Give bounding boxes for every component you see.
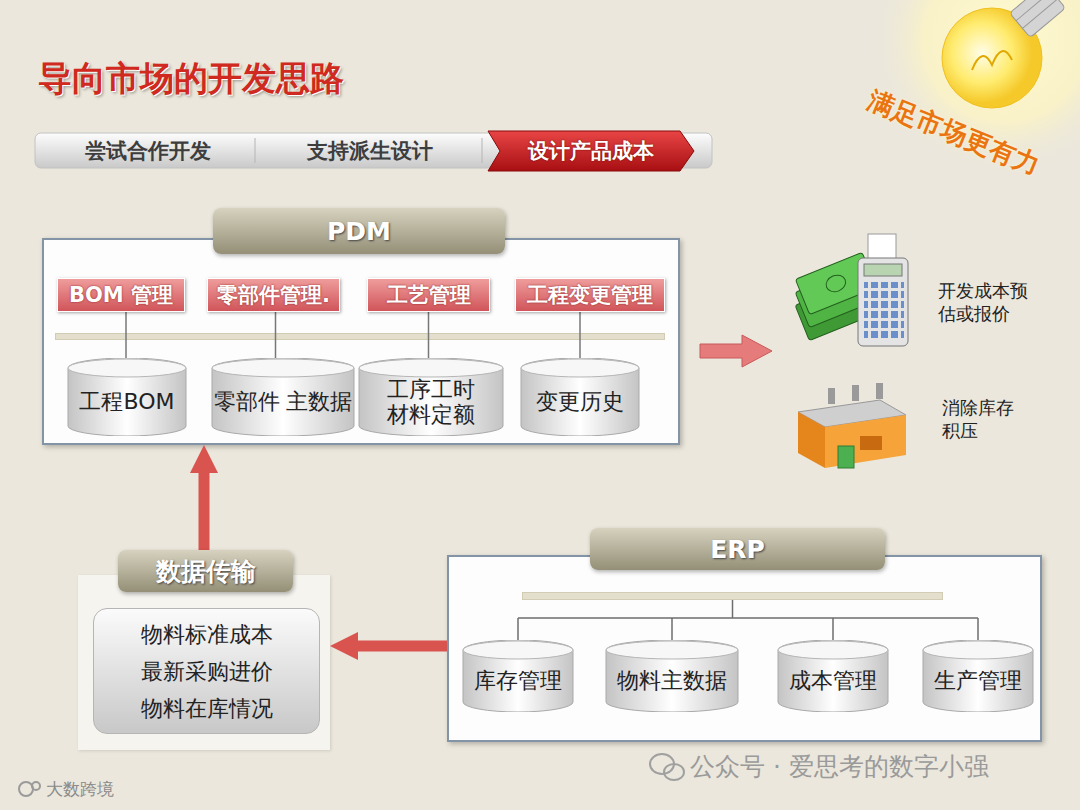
node-label: 零部件 主数据 (214, 379, 353, 414)
data-list-box: 物料标准成本最新采购进价物料在库情况 (93, 608, 320, 734)
node-label: 尝试合作开发 (85, 137, 211, 165)
title-box: 导向市场的开发思路 (38, 56, 344, 102)
data-cylinder: 生产管理 (922, 640, 1034, 712)
heading-tab: PDM (213, 208, 505, 254)
benefit-text: 开发成本预 估或报价 (938, 279, 1038, 326)
watermark: 公众号 · 爱思考的数字小强 (690, 751, 1060, 784)
data-cylinder: 成本管理 (777, 640, 889, 712)
node-label: 物料主数据 (617, 658, 727, 693)
list-item: 最新采购进价 (141, 653, 273, 690)
wechat-icon (650, 754, 684, 780)
panel-heading: PDM (327, 217, 391, 246)
list-item: 物料标准成本 (141, 616, 273, 653)
data-cylinder: 工序工时 材料定额 (358, 358, 504, 436)
tree-line (732, 600, 734, 618)
flow-arrow (199, 473, 210, 550)
label-box: 满足市场更有力 (863, 84, 1061, 190)
page-title: 导向市场的开发思路 (38, 56, 344, 102)
tab-item: 支持派生设计 (265, 134, 475, 168)
node-label: 库存管理 (474, 658, 562, 693)
watermark: 大数跨境 (46, 778, 186, 800)
module-box: 工程变更管理 (515, 278, 665, 312)
node-label: 零部件管理. (217, 281, 330, 309)
data-cylinder: 零部件 主数据 (211, 358, 355, 436)
tree-line (518, 617, 978, 619)
divider-bar (55, 333, 665, 340)
label-box: 消除库存 积压 (942, 396, 1034, 443)
module-box: BOM 管理 (57, 278, 185, 312)
factory-icon (798, 383, 906, 468)
data-cylinder: 工程BOM (67, 358, 187, 436)
heading-tab: ERP (590, 528, 885, 570)
node-label: 成本管理 (789, 658, 877, 693)
watermark-logo (19, 782, 40, 796)
data-cylinder: 物料主数据 (605, 640, 739, 712)
module-box: 零部件管理. (207, 278, 340, 312)
node-label: 变更历史 (536, 379, 624, 414)
active-tab: 设计产品成本 (488, 131, 694, 171)
calculator-icon (858, 234, 908, 346)
divider-bar (522, 592, 943, 600)
heading-tab: 数据传输 (118, 550, 293, 592)
data-cylinder: 变更历史 (520, 358, 640, 436)
node-label: 设计产品成本 (528, 137, 654, 165)
slogan-text: 满足市场更有力 (863, 84, 1061, 190)
tab-separator (255, 138, 256, 163)
label-box: 公众号 · 爱思考的数字小强 (690, 751, 1060, 784)
panel-heading: ERP (710, 535, 765, 564)
node-label: 工程变更管理 (527, 281, 653, 309)
tab-item: 尝试合作开发 (50, 134, 245, 168)
transfer-panel: 数据传输物料标准成本最新采购进价物料在库情况 (78, 550, 330, 750)
node-label: 支持派生设计 (307, 137, 433, 165)
system-panel: PDM BOM 管理 零部件管理. 工艺管理 工程变更管理工程BOM 零部件 主数据工序工… (42, 208, 680, 445)
benefit-text: 消除库存 积压 (942, 396, 1034, 443)
label-box: 开发成本预 估或报价 (938, 279, 1038, 326)
panel-heading: 数据传输 (156, 555, 256, 588)
label-box: 大数跨境 (46, 778, 186, 800)
node-label: 生产管理 (934, 658, 1022, 693)
node-label: 工艺管理 (387, 281, 471, 309)
node-label: BOM 管理 (69, 281, 173, 309)
data-cylinder: 库存管理 (462, 640, 574, 712)
node-label: 工程BOM (79, 379, 174, 414)
module-box: 工艺管理 (367, 278, 490, 312)
tab-separator (482, 138, 483, 163)
output-arrow (700, 335, 772, 367)
lightbulb (942, 0, 1065, 108)
system-panel: ERP 库存管理 物料主数据 成本管理 生产管理 (447, 528, 1042, 742)
flow-arrow (358, 641, 447, 652)
list-item: 物料在库情况 (141, 690, 273, 727)
node-label: 工序工时 材料定额 (358, 367, 504, 428)
